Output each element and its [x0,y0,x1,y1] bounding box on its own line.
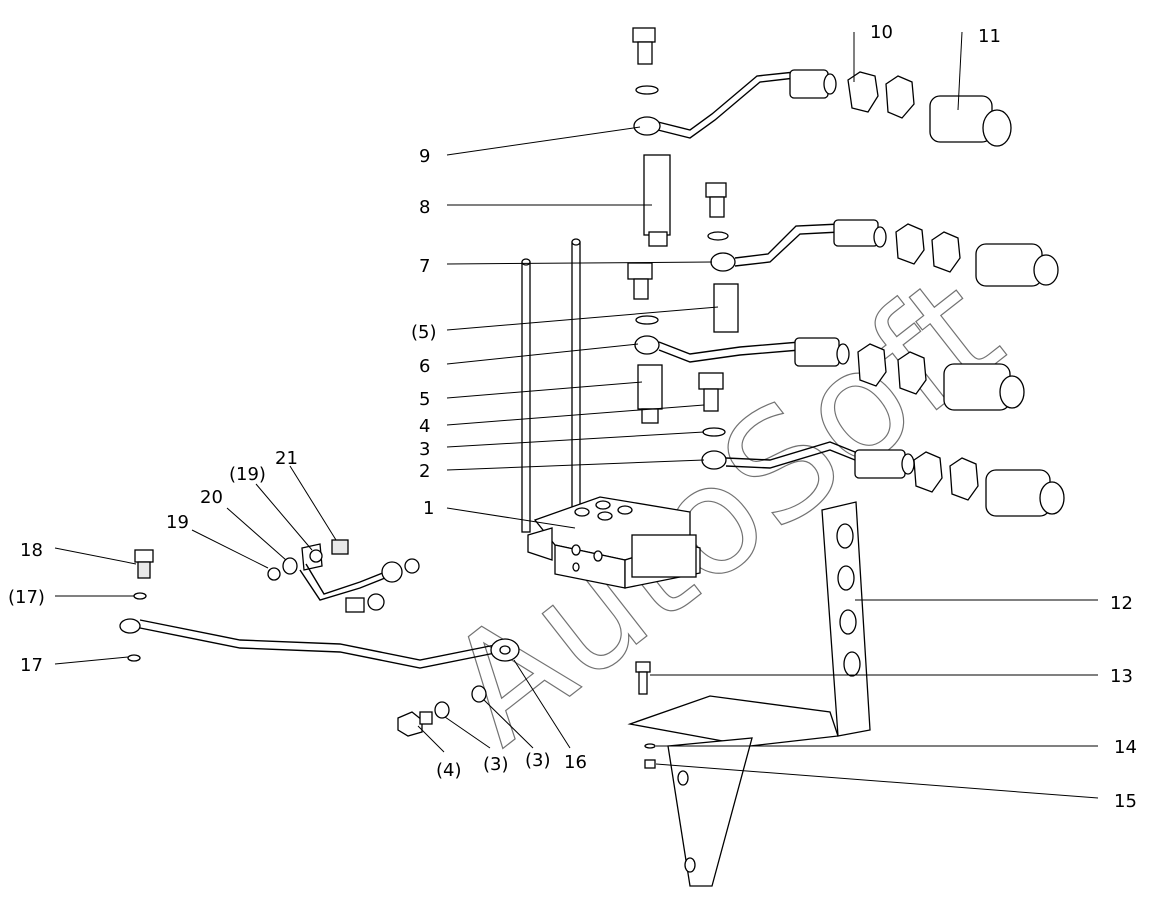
nut-15 [644,759,656,769]
pipe-assembly-20 [267,539,420,613]
bolt-18 [134,549,154,579]
washer-17-lower [127,654,141,662]
washer-14 [644,743,656,749]
washer-3-lower-a [434,701,450,719]
pipe-assembly-6 [634,335,1025,411]
callout-6: 6 [419,356,430,377]
pipe-assembly-2 [701,441,1065,517]
spacer-8 [643,154,671,247]
callout-1: 1 [423,498,434,519]
callout-10: 10 [870,22,893,43]
callout-17: 17 [20,655,43,676]
callout-3: 3 [419,439,430,460]
callout-20: 20 [200,487,223,508]
mounting-rods [521,238,581,533]
callout-21: 21 [275,448,298,469]
callout-3-ref-a: (3) [483,754,509,775]
callout-15: 15 [1114,791,1137,812]
pipe-assembly-16 [119,618,520,669]
bolt-13 [635,661,651,695]
callout-13: 13 [1110,666,1133,687]
callout-8: 8 [419,197,430,218]
spacer-5 [637,364,663,424]
callout-17-ref: (17) [8,587,45,608]
callout-12: 12 [1110,593,1133,614]
leader-lines [54,31,1099,799]
callout-19-ref: (19) [229,464,266,485]
pipe-assembly-7 [705,182,1059,287]
callout-19: 19 [166,512,189,533]
banjo-bolt [627,262,653,300]
callout-3-ref-b: (3) [525,750,551,771]
pipe-assembly-9 [632,27,1012,147]
bracket-12 [627,501,871,887]
callout-16: 16 [564,752,587,773]
bolt-4 [698,372,724,412]
callout-5: 5 [419,389,430,410]
callout-2: 2 [419,461,430,482]
spacer-5-upper [635,283,739,333]
callout-18: 18 [20,540,43,561]
washer-3-lower-b [471,685,487,703]
callout-7: 7 [419,256,430,277]
callout-14: 14 [1114,737,1137,758]
washer-3 [702,427,726,437]
callout-labels: 9 8 7 (5) 6 5 4 3 2 1 10 11 12 13 14 15 … [8,22,1137,812]
bolt-4-lower [397,711,433,737]
callout-11: 11 [978,26,1001,47]
callout-4-ref: (4) [436,760,462,781]
callout-4: 4 [419,416,430,437]
valve-block [527,496,701,589]
callout-5-ref: (5) [411,322,437,343]
callout-9: 9 [419,146,430,167]
washer-17-upper [133,592,147,600]
